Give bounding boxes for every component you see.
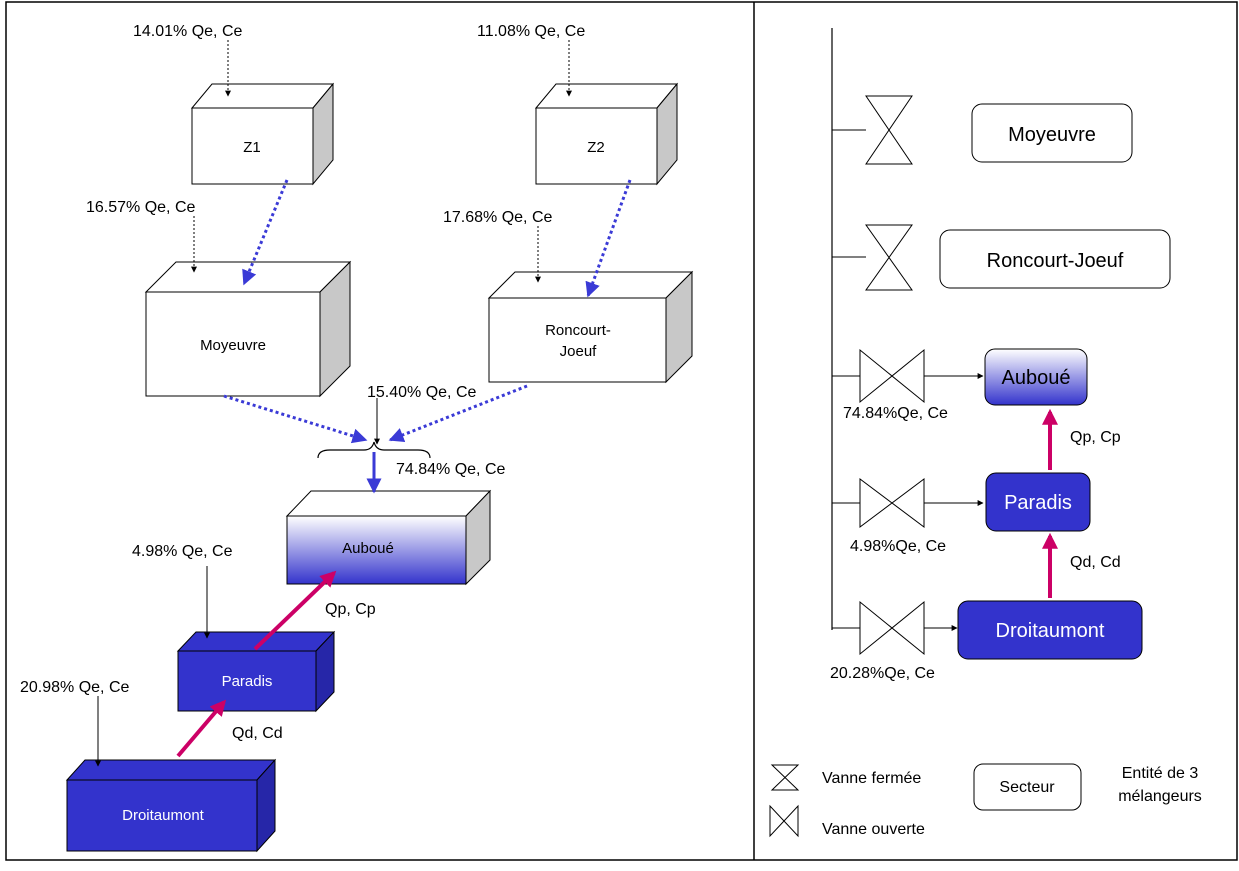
open-valve-auboue — [832, 348, 984, 404]
tank-z1-label: Z1 — [243, 139, 261, 156]
sector-moyeuvre: Moyeuvre — [971, 103, 1133, 163]
qp-cp-label: Qp, Cp — [325, 601, 376, 618]
tank-paradis: Paradis — [176, 630, 336, 713]
right-auboue-flow-label: 74.84%Qe, Ce — [843, 405, 948, 422]
auboue-flow-label: 74.84% Qe, Ce — [396, 461, 506, 478]
right-paradis-flow-label: 4.98%Qe, Ce — [850, 538, 946, 555]
tank-droitaumont: Droitaumont — [65, 758, 277, 853]
sector-auboue: Auboué — [984, 348, 1088, 406]
sector-auboue-label: Auboué — [1002, 367, 1071, 389]
droitaumont-to-paradis-arrow — [176, 699, 227, 758]
right-qd-cd-label: Qd, Cd — [1070, 554, 1121, 571]
right-droitaumont-flow-label: 20.28%Qe, Ce — [830, 665, 935, 682]
sector-moyeuvre-label: Moyeuvre — [1008, 124, 1096, 146]
z2-flow-label: 11.08% Qe, Ce — [477, 23, 585, 40]
tank-paradis-label: Paradis — [222, 673, 273, 690]
open-valve-droitaumont — [832, 600, 958, 656]
z1-to-moyeuvre-arrow — [242, 179, 289, 286]
sector-droitaumont-label: Droitaumont — [996, 620, 1105, 642]
sector-roncourt-label: Roncourt-Joeuf — [987, 250, 1124, 272]
tank-droitaumont-label: Droitaumont — [122, 807, 205, 824]
merge-brace — [317, 441, 431, 459]
qd-cd-label: Qd, Cd — [232, 725, 283, 742]
droitaumont-flow-label: 20.98% Qe, Ce — [20, 679, 130, 696]
tank-auboue: Auboué — [285, 489, 492, 586]
legend-entity-label-2: mélangeurs — [1118, 788, 1202, 805]
tank-z1: Z1 — [190, 82, 335, 186]
legend: Vanne fermée Vanne ouverte Secteur Entit… — [769, 763, 1202, 838]
tank-z2-label: Z2 — [587, 139, 605, 156]
open-valve-paradis — [832, 478, 984, 528]
right-qp-cp-label: Qp, Cp — [1070, 429, 1121, 446]
tank-z2: Z2 — [534, 82, 679, 186]
legend-closed-valve-icon — [770, 764, 800, 791]
tank-auboue-label: Auboué — [342, 540, 394, 557]
sector-paradis-label: Paradis — [1004, 492, 1072, 514]
tank-moyeuvre-label: Moyeuvre — [200, 337, 266, 354]
sector-roncourt-joeuf: Roncourt-Joeuf — [939, 229, 1171, 289]
z2-to-roncourt-arrow — [585, 179, 632, 298]
legend-open-valve-label: Vanne ouverte — [822, 821, 925, 838]
outer-frame — [5, 1, 1238, 861]
paradis-flow-label: 4.98% Qe, Ce — [132, 543, 233, 560]
sector-paradis: Paradis — [985, 472, 1091, 532]
tank-roncourt-label-1: Roncourt- — [545, 322, 611, 339]
sector-droitaumont: Droitaumont — [957, 600, 1143, 660]
legend-sector-label: Secteur — [999, 779, 1055, 796]
tank-roncourt-label-2: Joeuf — [560, 343, 598, 360]
legend-sector-box — [973, 763, 1082, 811]
merge-flow-label: 15.40% Qe, Ce — [367, 384, 477, 401]
closed-valve-roncourt — [832, 224, 913, 291]
roncourt-flow-label: 17.68% Qe, Ce — [443, 209, 553, 226]
roncourt-to-merge-arrow — [388, 384, 528, 443]
legend-closed-valve-label: Vanne fermée — [822, 770, 921, 787]
legend-open-valve-icon — [769, 804, 799, 838]
paradis-to-auboue-arrow — [253, 570, 337, 651]
tank-moyeuvre: Moyeuvre — [144, 260, 352, 398]
legend-entity-label-1: Entité de 3 — [1122, 765, 1199, 782]
z1-flow-label: 14.01% Qe, Ce — [133, 23, 243, 40]
moyeuvre-flow-label: 16.57% Qe, Ce — [86, 199, 196, 216]
closed-valve-moyeuvre — [832, 95, 913, 165]
moyeuvre-to-merge-arrow — [223, 394, 368, 444]
